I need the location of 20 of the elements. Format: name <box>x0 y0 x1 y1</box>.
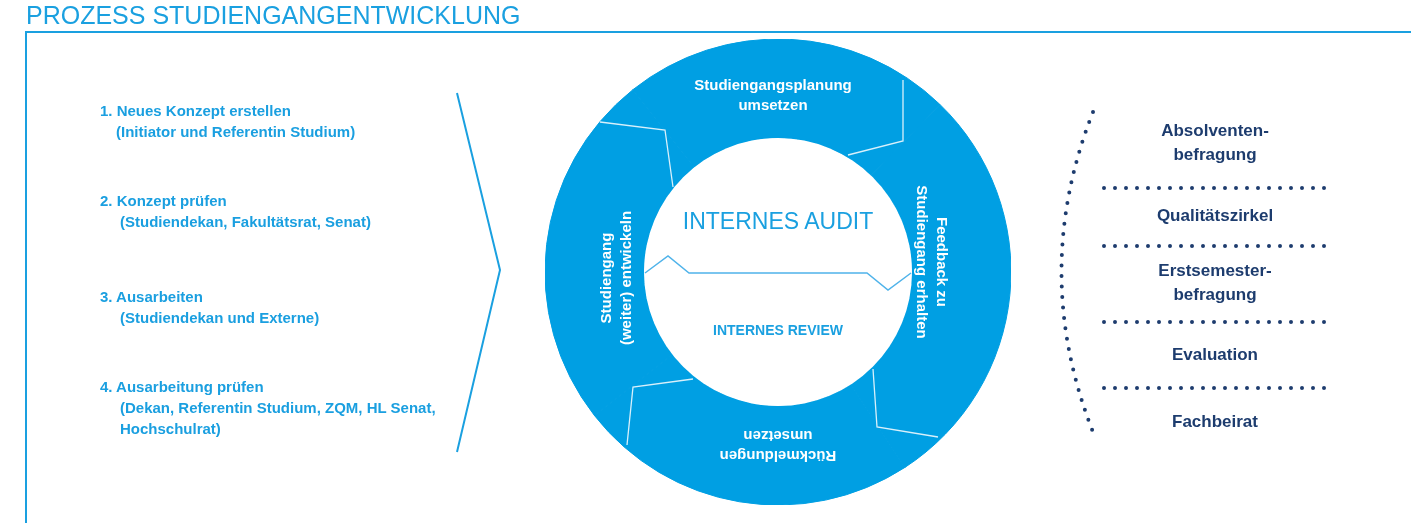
step-label: (Dekan, Referentin Studium, ZQM, HL Senat, Hochschulrat) <box>120 398 437 439</box>
source-label: Absolventen- befragung <box>1160 120 1270 166</box>
step-label: 1. Neues Konzept erstellen <box>100 101 291 121</box>
segment-label: Feedback zu Studiengang erhalten <box>913 184 952 341</box>
diagram-title: PROZESS STUDIENGANGENTWICKLUNG <box>26 1 521 30</box>
center-label: INTERNES AUDIT <box>681 208 875 236</box>
step-label: 4. Ausarbeitung prüfen <box>100 377 264 397</box>
segment-label: Studiengangsplanung umsetzen <box>693 75 853 115</box>
source-label: Erstsemester- befragung <box>1157 260 1273 306</box>
source-label: Fachbeirat <box>1171 411 1259 433</box>
step-label: (Studiendekan und Externe) <box>120 308 320 328</box>
source-label: Evaluation <box>1171 344 1259 366</box>
source-label: Qualitätszirkel <box>1155 205 1275 227</box>
segment-label: Rückmeldungen umsetzen <box>718 427 838 466</box>
step-label: (Initiator und Referentin Studium) <box>116 122 356 142</box>
step-label: (Studiendekan, Fakultätsrat, Senat) <box>120 212 371 232</box>
segment-label: Studiengang (weiter) entwickeln <box>596 209 635 348</box>
center-label: INTERNES REVIEW <box>712 321 844 339</box>
step-label: 3. Ausarbeiten <box>100 287 203 307</box>
step-label: 2. Konzept prüfen <box>100 191 227 211</box>
